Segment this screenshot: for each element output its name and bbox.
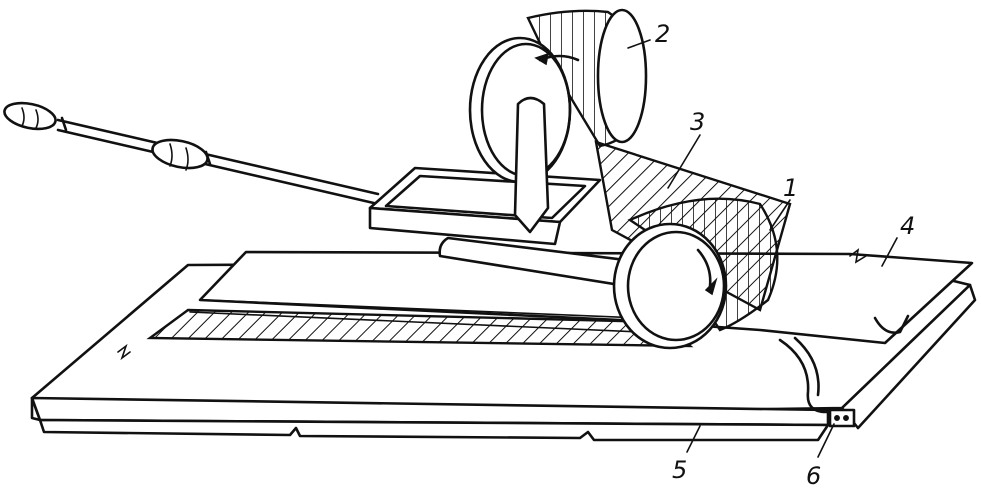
- leader-lines: [627, 39, 898, 458]
- callout-5: 5: [672, 456, 687, 484]
- handle: [3, 101, 380, 206]
- hatched-strip: [146, 308, 694, 348]
- callout-1: 1: [783, 174, 798, 202]
- callout-6: 6: [806, 462, 821, 490]
- clip-part: [828, 408, 856, 428]
- paper-strip: [189, 248, 974, 345]
- lower-sheet: [38, 336, 830, 442]
- callout-4: 4: [900, 212, 915, 240]
- lower-roller: [612, 197, 779, 350]
- frame: [368, 166, 602, 246]
- callout-2: 2: [655, 20, 670, 48]
- callout-3: 3: [690, 108, 705, 136]
- callout-labels: 2 3 1 4 5 6: [655, 20, 915, 490]
